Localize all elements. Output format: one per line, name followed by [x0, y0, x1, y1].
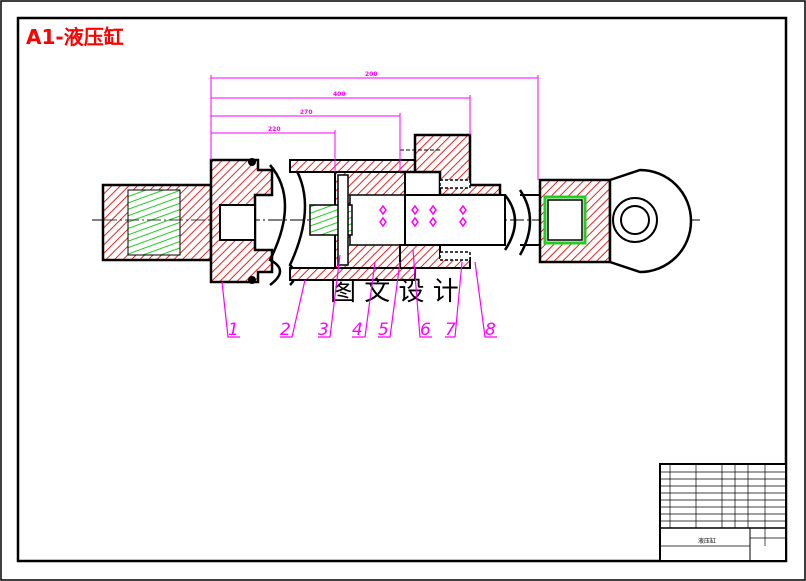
- dimension-label-piston: 270: [300, 109, 313, 116]
- part-leaders: [221, 249, 497, 338]
- left-end-mount: [101, 183, 213, 262]
- dimension-lines: [210, 75, 539, 180]
- rear-end-cap: [209, 158, 274, 284]
- dimension-label-overall: 200: [365, 71, 378, 78]
- part-number-7: 7: [445, 320, 456, 340]
- part-number-5: 5: [378, 320, 389, 340]
- drawing-title: A1-液压缸: [26, 25, 124, 49]
- inner-frame: [16, 16, 788, 563]
- part-number-2: 2: [280, 320, 291, 340]
- dimension-label-head: 400: [333, 91, 346, 98]
- piston-rod: [404, 194, 541, 246]
- part-number-3: 3: [318, 320, 329, 340]
- part-number-8: 8: [485, 320, 496, 340]
- piston: [309, 171, 406, 269]
- title-block: 液压缸: [659, 463, 787, 562]
- part-number-1: 1: [228, 320, 239, 340]
- rod-end-clevis: [538, 168, 693, 274]
- title-block-drawing-name: 液压缸: [698, 537, 716, 545]
- part-number-4: 4: [352, 320, 363, 340]
- dimension-label-stroke: 220: [268, 126, 281, 133]
- seal-marks: [379, 204, 467, 228]
- front-head: [399, 133, 502, 269]
- part-number-6: 6: [420, 320, 431, 340]
